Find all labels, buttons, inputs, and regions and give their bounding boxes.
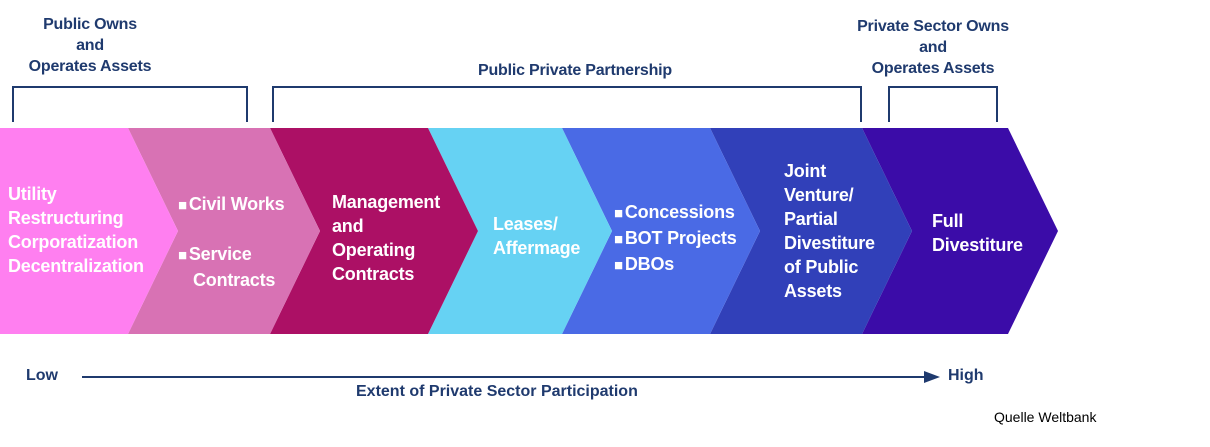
segment-7-text: Full Divestiture xyxy=(932,211,1023,255)
chevron-segment-1 xyxy=(0,128,178,334)
segment-1-text: Utility Restructuring Corporatization De… xyxy=(8,184,144,276)
chevron-segment-4 xyxy=(428,128,612,334)
bracket-private xyxy=(888,86,998,122)
header-private-owns: Private Sector Owns and Operates Assets xyxy=(857,18,1009,77)
segment-5-text: Concessions BOT Projects DBOs xyxy=(614,200,737,278)
bracket-public xyxy=(12,86,248,122)
chevron-segment-2 xyxy=(128,128,320,334)
header-ppp: Public Private Partnership xyxy=(478,62,672,79)
axis-high-label: High xyxy=(948,367,984,384)
chevron-segment-6 xyxy=(710,128,912,334)
segment-6-text: Joint Venture/ Partial Divestiture of Pu… xyxy=(784,161,875,301)
segment-3-text: Management and Operating Contracts xyxy=(332,192,441,284)
chevron-segment-7 xyxy=(862,128,1058,334)
axis-arrow-line xyxy=(82,376,928,378)
axis-low-label: Low xyxy=(26,367,58,384)
segment-4-text: Leases/ Affermage xyxy=(493,214,581,258)
source-note: Quelle Weltbank xyxy=(994,409,1097,425)
segment-2-text: Civil Works Service Contracts xyxy=(178,192,285,292)
chevron-segment-3 xyxy=(270,128,478,334)
bracket-ppp xyxy=(272,86,862,122)
axis-title: Extent of Private Sector Participation xyxy=(356,383,638,400)
header-public-owns: Public Owns and Operates Assets xyxy=(28,16,152,75)
axis-arrow-head xyxy=(924,371,940,383)
